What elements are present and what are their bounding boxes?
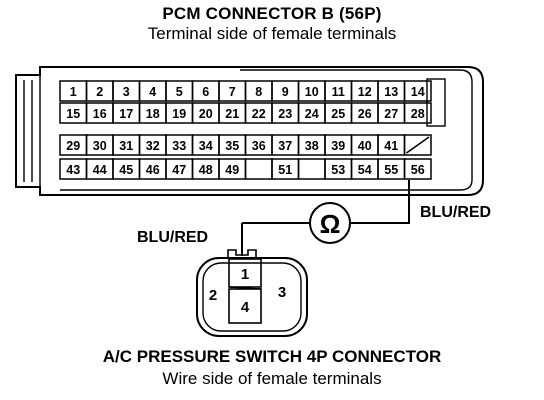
- pcm-terminal-label: 31: [119, 139, 133, 153]
- pcm-terminal-cell: [297, 158, 326, 180]
- pcm-connector-title: PCM CONNECTOR B (56P): [162, 4, 382, 23]
- pcm-terminal-label: 53: [331, 163, 345, 177]
- switch-terminal-labels: 1 2 3 4: [209, 266, 286, 316]
- pcm-terminal-label: 45: [119, 163, 133, 177]
- pcm-terminal-label: 29: [66, 139, 80, 153]
- pcm-terminal-label: 56: [411, 163, 425, 177]
- pcm-terminal-cell: [403, 102, 432, 124]
- pcm-terminal-label: 3: [123, 85, 130, 99]
- test-wiring: [241, 180, 410, 256]
- ohmmeter-icon: Ω: [309, 202, 351, 244]
- pcm-terminal-label: 1: [70, 85, 77, 99]
- pcm-terminal-label: 32: [146, 139, 160, 153]
- pcm-terminal-label: 9: [282, 85, 289, 99]
- pcm-terminal-label: 38: [305, 139, 319, 153]
- switch-connector-subtitle: Wire side of female terminals: [162, 369, 382, 388]
- pcm-terminal-label: 22: [252, 107, 266, 121]
- pcm-terminal-label: 26: [358, 107, 372, 121]
- pcm-terminal-label: 10: [305, 85, 319, 99]
- pcm-terminal-label: 40: [358, 139, 372, 153]
- pcm-terminal-label: 28: [411, 107, 425, 121]
- pcm-terminal-label: 47: [172, 163, 186, 177]
- switch-connector-title: A/C PRESSURE SWITCH 4P CONNECTOR: [102, 347, 442, 366]
- pcm-terminal-cell: [403, 80, 432, 102]
- pcm-terminal-label: 55: [384, 163, 398, 177]
- pcm-terminal-label: 35: [225, 139, 239, 153]
- pcm-terminal-cell: [403, 134, 432, 156]
- pcm-terminal-label: 36: [252, 139, 266, 153]
- pcm-terminal-label: 46: [146, 163, 160, 177]
- switch-terminal-label: 2: [209, 287, 217, 304]
- pcm-terminal-label: 25: [331, 107, 345, 121]
- pcm-terminal-label: 33: [172, 139, 186, 153]
- pcm-terminal-cell: [244, 158, 273, 180]
- wire-color-right: BLU/RED: [420, 204, 492, 221]
- pcm-terminal-label: 44: [93, 163, 107, 177]
- pcm-terminal-label: 2: [96, 85, 103, 99]
- pcm-terminal-label: 30: [93, 139, 107, 153]
- pcm-terminal-label: 12: [358, 85, 372, 99]
- pcm-terminal-label: 8: [255, 85, 262, 99]
- pcm-terminal-label: 20: [199, 107, 213, 121]
- pcm-terminal-label: 49: [225, 163, 239, 177]
- pcm-terminal-label: 48: [199, 163, 213, 177]
- switch-terminal-label: 1: [241, 266, 249, 283]
- pcm-terminal-label: 41: [384, 139, 398, 153]
- pcm-terminal-label: 14: [411, 85, 425, 99]
- pcm-terminal-cell: [403, 158, 432, 180]
- switch-terminal-label: 3: [278, 284, 286, 301]
- pcm-terminal-label: 39: [331, 139, 345, 153]
- pcm-terminal-label: 27: [384, 107, 398, 121]
- pcm-terminal-label: 15: [66, 107, 80, 121]
- pcm-terminal-label: 23: [278, 107, 292, 121]
- pcm-terminal-label: 5: [176, 85, 183, 99]
- wire-color-left: BLU/RED: [137, 229, 209, 246]
- pcm-terminal-label: 13: [384, 85, 398, 99]
- pcm-connector-subtitle: Terminal side of female terminals: [147, 24, 397, 43]
- pcm-terminal-label: 34: [199, 139, 213, 153]
- switch-terminal-label: 4: [241, 299, 250, 316]
- pcm-terminal-label: 4: [149, 85, 156, 99]
- pcm-terminal-label: 51: [278, 163, 292, 177]
- pcm-terminal-blank-mark: [406, 136, 430, 154]
- pcm-terminal-label: 37: [278, 139, 292, 153]
- pcm-terminal-label: 43: [66, 163, 80, 177]
- pcm-terminal-label: 6: [202, 85, 209, 99]
- pcm-connector-body: [15, 66, 484, 196]
- pcm-terminal-label: 19: [172, 107, 186, 121]
- pcm-terminal-label: 18: [146, 107, 160, 121]
- pcm-terminal-label: 54: [358, 163, 372, 177]
- pcm-terminal-label: 21: [225, 107, 239, 121]
- ac-switch-connector-body: [196, 249, 308, 337]
- pcm-terminal-label: 24: [305, 107, 319, 121]
- pcm-terminal-label: 11: [332, 85, 345, 99]
- pcm-terminal-label: 17: [119, 107, 133, 121]
- ohm-symbol: Ω: [320, 209, 341, 239]
- pcm-terminal-label: 16: [93, 107, 107, 121]
- pcm-terminal-label: 7: [229, 85, 236, 99]
